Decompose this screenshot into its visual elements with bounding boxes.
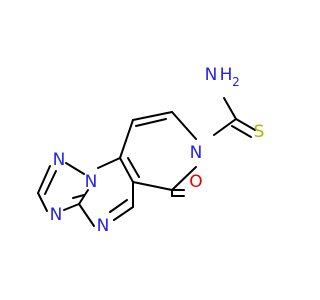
bond-c5a-c9a-inner xyxy=(127,157,140,178)
bond-n7-c8 xyxy=(171,111,197,140)
atom-n-triazole-low: N xyxy=(50,205,63,225)
bond-c-s-double-b xyxy=(231,125,252,138)
atom-n-amide: N xyxy=(205,65,218,85)
molecule-structure-canvas: N H 2 S N O N N N N xyxy=(37,65,265,236)
bond-nlow-c3a xyxy=(63,203,80,211)
bond-c-s-double-a xyxy=(235,118,256,131)
bond-c5-n4-double-b xyxy=(109,199,128,213)
bonds xyxy=(37,97,256,227)
bond-c5a-c9a xyxy=(119,157,134,183)
molecule-structure: N H 2 S N O N N N N xyxy=(37,65,265,236)
bond-ntop-c2-double-a xyxy=(37,165,51,194)
bond-c-n7 xyxy=(213,118,237,136)
bond-c3a-nbridge xyxy=(78,189,89,205)
atom-h-amide: H xyxy=(220,65,233,85)
atom-o-carbonyl: O xyxy=(189,172,202,192)
bond-c8-c9-inner xyxy=(135,118,167,127)
atom-n-bridge: N xyxy=(85,172,98,192)
bond-nbridge-ntop xyxy=(65,162,85,175)
bond-c-nh2 xyxy=(223,97,237,120)
bond-n4-c3a xyxy=(78,203,95,227)
bond-n7-c6 xyxy=(171,166,197,191)
bond-c3a-c3a-double xyxy=(72,194,85,199)
bond-c6-c5a xyxy=(132,181,173,191)
atom-s-thio: S xyxy=(254,122,265,142)
bond-nbridge-c9a xyxy=(97,157,121,169)
bond-c9-c9a xyxy=(119,119,134,159)
atom-labels: N H 2 S N O N N N N xyxy=(50,65,265,236)
bond-c2-nlow xyxy=(37,192,48,212)
atom-n-triazole-top: N xyxy=(53,150,66,170)
atom-h2-subscript: 2 xyxy=(232,75,240,89)
bond-c8-c9 xyxy=(132,111,173,121)
bond-ntop-c2-double-b xyxy=(44,170,57,195)
bond-c5-n4-double-a xyxy=(113,206,134,221)
atom-n-pyrimidine: N xyxy=(97,216,110,236)
atom-n-ring7: N xyxy=(190,143,203,163)
